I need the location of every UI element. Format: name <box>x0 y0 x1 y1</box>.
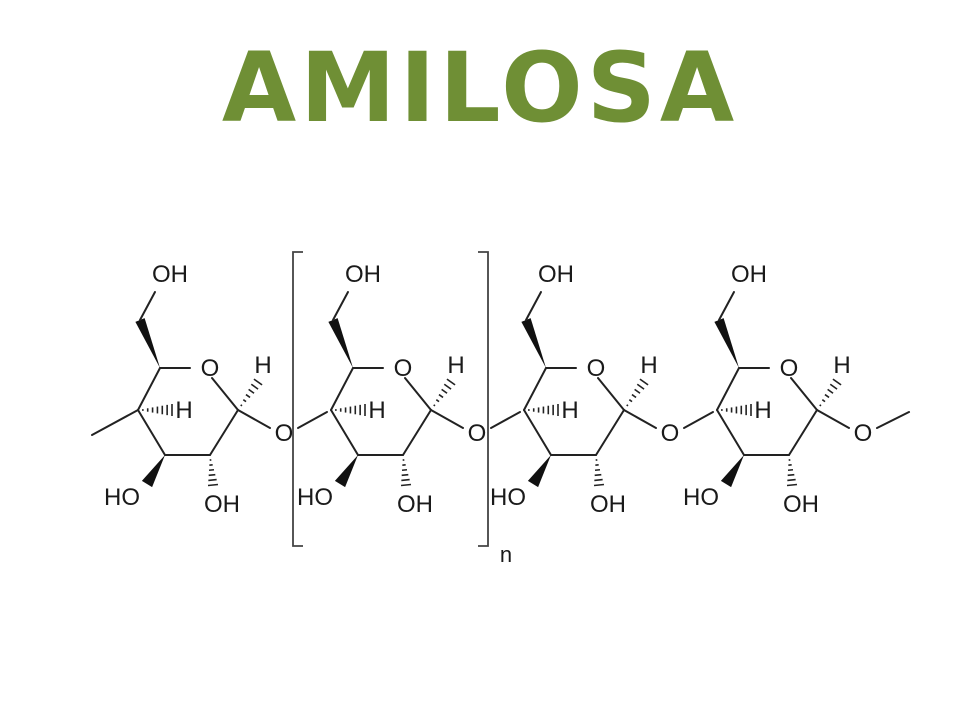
c4-h-hashed-bond <box>142 404 173 416</box>
repeat-count-label: n <box>500 542 512 567</box>
c4-h-hashed-bond <box>335 404 366 416</box>
glycosidic-oxygen-label: O <box>854 420 873 447</box>
ring-bond <box>788 409 818 456</box>
c2-oh-label: OH <box>783 491 819 518</box>
ch2-wedge-bond <box>328 318 353 368</box>
glucose-unit: O OH H H HO OH O <box>91 261 328 518</box>
glycosidic-bond <box>297 411 328 429</box>
glycosidic-bond <box>430 409 464 429</box>
glucose-unit: O OH H H HO OH O <box>683 261 910 518</box>
anomeric-h-hashed-bond <box>626 378 649 407</box>
right-repeat-bracket <box>478 251 489 547</box>
glycosidic-bond <box>816 409 850 429</box>
ring-bond <box>523 409 552 456</box>
c4-h-label: H <box>175 397 192 424</box>
left-repeat-bracket <box>292 251 303 547</box>
page-title: AMILOSA <box>221 32 739 144</box>
c3-ho-label: HO <box>683 484 719 511</box>
glycosidic-bond <box>237 409 271 429</box>
ch2oh-bond <box>139 291 156 321</box>
glycosidic-bond <box>623 409 657 429</box>
anomeric-h-hashed-bond <box>433 378 456 407</box>
c4-h-label: H <box>368 397 385 424</box>
anomeric-h-label: H <box>447 352 464 379</box>
c2-oh-hashed-bond <box>207 459 219 487</box>
glycosidic-oxygen-label: O <box>468 420 487 447</box>
ring-oxygen-label: O <box>780 355 799 382</box>
glycosidic-bond <box>490 411 521 429</box>
ch2oh-bond <box>332 291 349 321</box>
c2-oh-hashed-bond <box>400 459 412 487</box>
ring-bond <box>330 409 359 456</box>
glucose-unit: O OH H H HO OH O <box>297 261 521 518</box>
ring-bond <box>716 367 740 411</box>
ch2oh-bond <box>525 291 542 321</box>
c3-oh-wedge-bond <box>141 455 165 488</box>
c2-oh-label: OH <box>204 491 240 518</box>
ch2oh-label: OH <box>538 261 574 288</box>
ring-bond <box>716 409 745 456</box>
c2-oh-hashed-bond <box>593 459 605 487</box>
ring-bond <box>595 409 625 456</box>
c3-oh-wedge-bond <box>334 455 358 488</box>
ring-oxygen-label: O <box>201 355 220 382</box>
ch2-wedge-bond <box>714 318 739 368</box>
ch2oh-label: OH <box>345 261 381 288</box>
glucose-unit: O OH H H HO OH O <box>490 261 714 518</box>
anomeric-h-hashed-bond <box>819 378 842 407</box>
ring-bond <box>209 409 239 456</box>
anomeric-h-hashed-bond <box>240 378 263 407</box>
anomeric-h-label: H <box>833 352 850 379</box>
glycosidic-bond <box>683 411 714 429</box>
c4-h-hashed-bond <box>528 404 559 416</box>
c2-oh-label: OH <box>590 491 626 518</box>
c3-oh-wedge-bond <box>527 455 551 488</box>
c3-ho-label: HO <box>297 484 333 511</box>
ch2-wedge-bond <box>135 318 160 368</box>
ring-oxygen-label: O <box>587 355 606 382</box>
ch2-wedge-bond <box>521 318 546 368</box>
c3-oh-wedge-bond <box>720 455 744 488</box>
glycosidic-oxygen-label: O <box>275 420 294 447</box>
anomeric-h-label: H <box>254 352 271 379</box>
glycosidic-oxygen-label: O <box>661 420 680 447</box>
c3-ho-label: HO <box>104 484 140 511</box>
c4-h-hashed-bond <box>721 404 752 416</box>
ring-bond <box>137 367 161 411</box>
ch2oh-label: OH <box>152 261 188 288</box>
c4-h-label: H <box>561 397 578 424</box>
ring-bond <box>790 377 818 411</box>
anomeric-h-label: H <box>640 352 657 379</box>
c4-h-label: H <box>754 397 771 424</box>
chain-end-bond <box>876 411 910 429</box>
ring-bond <box>404 377 432 411</box>
ch2oh-label: OH <box>731 261 767 288</box>
c2-oh-hashed-bond <box>786 459 798 487</box>
chain-start-bond <box>91 409 139 436</box>
ring-bond <box>597 377 625 411</box>
ring-bond <box>330 367 354 411</box>
ring-bond <box>523 367 547 411</box>
c2-oh-label: OH <box>397 491 433 518</box>
ring-oxygen-label: O <box>394 355 413 382</box>
ring-bond <box>211 377 239 411</box>
ring-bond <box>402 409 432 456</box>
ch2oh-bond <box>718 291 735 321</box>
c3-ho-label: HO <box>490 484 526 511</box>
ring-bond <box>137 409 166 456</box>
